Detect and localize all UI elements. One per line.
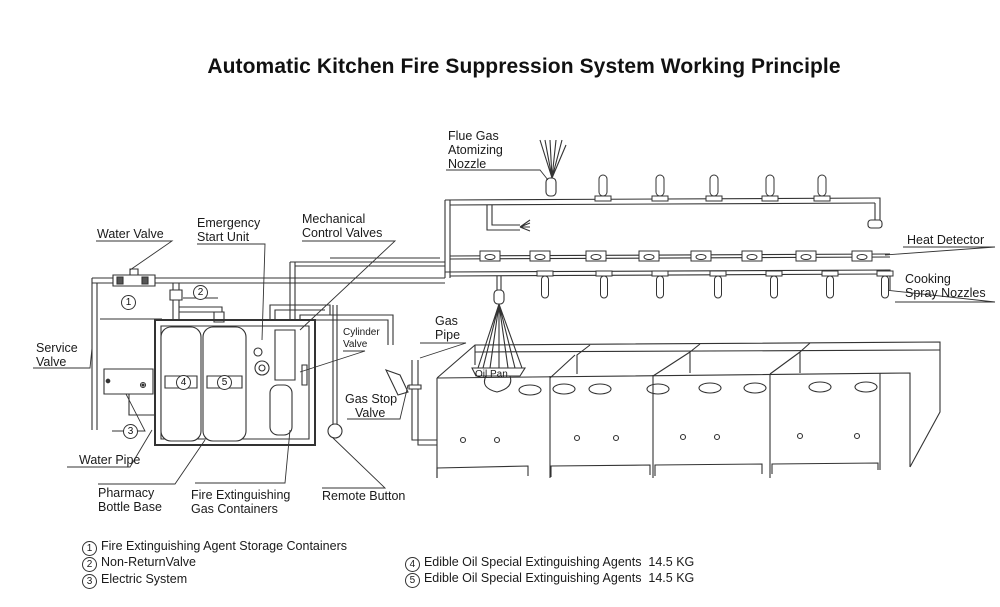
- leader-lines: [33, 170, 995, 488]
- cooking-range: [437, 342, 940, 478]
- remote-button: [328, 424, 342, 438]
- gas-control-pipes: [270, 305, 393, 425]
- label-oil-pan: Oil Pan: [475, 369, 508, 380]
- repeated-fittings: [480, 175, 893, 298]
- heat-detector-element: [591, 255, 601, 260]
- callout-5: 5: [217, 375, 232, 390]
- oil-pan-spray: [472, 276, 525, 392]
- label-fire-extinguishing-gas-containers: Fire Extinguishing Gas Containers: [191, 488, 291, 516]
- callout-1: 1: [121, 295, 136, 310]
- cooking-spray-nozzle: [882, 276, 889, 298]
- non-return-valve: [170, 283, 224, 322]
- heat-detector-element: [535, 255, 545, 260]
- burner-knobs: [461, 434, 860, 443]
- heat-detector-line: [330, 254, 890, 259]
- pipe-tee: [652, 271, 668, 276]
- label-water-pipe: Water Pipe: [79, 453, 141, 467]
- cooking-spray-nozzle: [657, 276, 664, 298]
- heat-detector-element: [801, 255, 811, 260]
- electric-box: [104, 369, 155, 415]
- label-gas-stop-valve: Gas Stop Valve: [345, 392, 398, 420]
- label-gas-pipe: Gas Pipe: [435, 314, 461, 342]
- gas-stop-valve: [386, 360, 437, 445]
- label-cylinder-valve: Cylinder Valve: [343, 327, 380, 350]
- hood-vertical-pipe: [445, 200, 450, 278]
- cooking-spray-nozzle: [601, 276, 608, 298]
- flue-nozzle: [766, 175, 774, 196]
- pipe-tee: [766, 271, 782, 276]
- cooking-spray-nozzle: [542, 276, 549, 298]
- pipe-tee: [596, 271, 612, 276]
- pipe-tee: [814, 196, 830, 201]
- label-pharmacy-bottle-base: Pharmacy Bottle Base: [98, 486, 162, 514]
- cooking-spray-nozzle: [715, 276, 722, 298]
- label-service-valve: Service Valve: [36, 341, 78, 369]
- pipe-tee: [762, 196, 778, 201]
- callout-4: 4: [176, 375, 191, 390]
- flue-nozzle: [710, 175, 718, 196]
- cooking-spray-nozzle: [771, 276, 778, 298]
- label-mechanical-control-valves: Mechanical Control Valves: [302, 212, 383, 240]
- callout-2: 2: [193, 285, 208, 300]
- label-emergency-start-unit: Emergency Start Unit: [197, 216, 261, 244]
- flue-nozzles: [540, 140, 566, 196]
- flue-nozzle: [818, 175, 826, 196]
- callout-3: 3: [123, 424, 138, 439]
- label-water-valve: Water Valve: [97, 227, 164, 241]
- label-cooking-spray-nozzles: Cooking Spray Nozzles: [905, 272, 986, 300]
- label-heat-detector: Heat Detector: [907, 233, 985, 247]
- flue-nozzle: [599, 175, 607, 196]
- pipe-tee: [822, 271, 838, 276]
- heat-detector-element: [644, 255, 654, 260]
- flue-gas-pipe: [445, 198, 882, 231]
- pipe-tee: [877, 271, 893, 276]
- heat-detector-element: [485, 255, 495, 260]
- label-remote-button: Remote Button: [322, 489, 406, 503]
- pipe-tee: [706, 196, 722, 201]
- heat-detector-element: [747, 255, 757, 260]
- heat-detector-element: [857, 255, 867, 260]
- pipe-tee: [537, 271, 553, 276]
- heat-detector-element: [696, 255, 706, 260]
- hood-riser-pipe: [290, 262, 445, 320]
- pipe-tee: [652, 196, 668, 201]
- label-flue-gas-atomizing-nozzle: Flue Gas Atomizing Nozzle: [448, 129, 503, 171]
- cooking-spray-nozzle: [827, 276, 834, 298]
- pipe-tee: [710, 271, 726, 276]
- water-valve: [113, 269, 155, 286]
- flue-nozzle: [656, 175, 664, 196]
- pipe-tee: [595, 196, 611, 201]
- page-title: Automatic Kitchen Fire Suppression Syste…: [207, 55, 841, 78]
